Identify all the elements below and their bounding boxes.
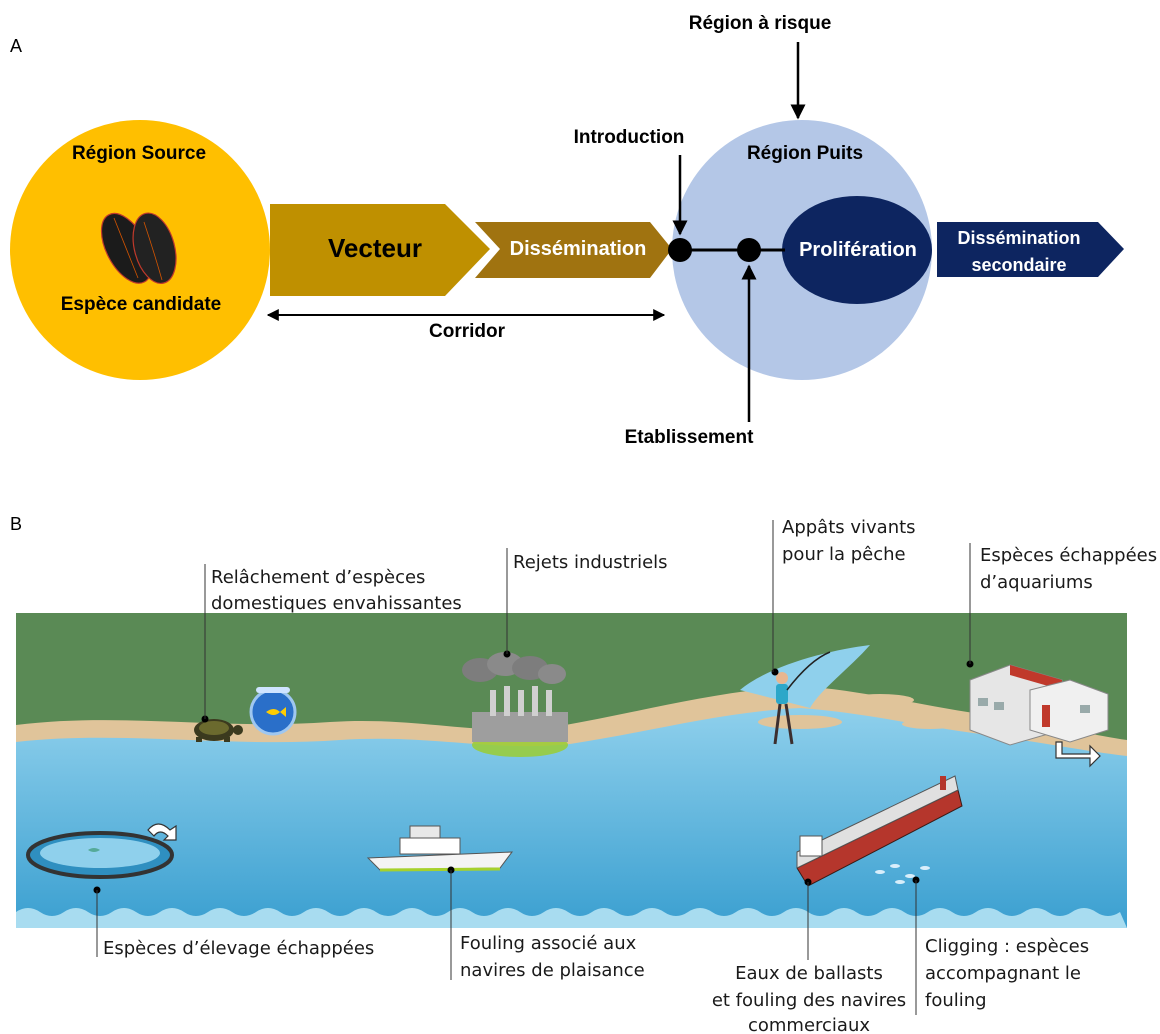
source-region-label: Région Source bbox=[72, 143, 206, 164]
label-cligging-line2: accompagnant le bbox=[925, 963, 1081, 984]
proliferation-label: Prolifération bbox=[799, 239, 917, 261]
vector-label: Vecteur bbox=[328, 233, 422, 263]
label-ballasts-line3: commerciaux bbox=[748, 1015, 870, 1034]
fish-cage-icon bbox=[26, 823, 177, 879]
corridor-label: Corridor bbox=[429, 321, 506, 342]
sand-island bbox=[758, 715, 842, 729]
label-elevage: Espèces d’élevage échappées bbox=[103, 938, 374, 959]
panel-b-letter: B bbox=[10, 514, 22, 534]
candidate-species-label: Espèce candidate bbox=[61, 294, 222, 315]
pleasure-boat-icon bbox=[366, 825, 514, 872]
secondary-dissemination-label-line1: Dissémination bbox=[957, 228, 1080, 248]
label-ballasts-line1: Eaux de ballasts bbox=[735, 963, 883, 984]
label-rejets: Rejets industriels bbox=[513, 552, 668, 573]
introduction-label: Introduction bbox=[574, 127, 685, 148]
label-aquariums-line2: d’aquariums bbox=[980, 572, 1093, 593]
label-cligging-line3: fouling bbox=[925, 990, 987, 1011]
factory-icon bbox=[462, 652, 568, 757]
establishment-dot bbox=[737, 238, 761, 262]
river-estuary bbox=[740, 645, 870, 708]
vector-chevron bbox=[270, 204, 490, 296]
secondary-dissemination-label-line2: secondaire bbox=[971, 255, 1066, 275]
sand-island bbox=[846, 694, 914, 706]
sink-region-label: Région Puits bbox=[747, 143, 863, 164]
cargo-ship-icon bbox=[796, 775, 963, 887]
label-appats-line2: pour la pêche bbox=[782, 544, 906, 565]
label-plaisance-line1: Fouling associé aux bbox=[460, 933, 637, 954]
label-relachement-line2: domestiques envahissantes bbox=[211, 593, 462, 614]
introduction-dot bbox=[668, 238, 692, 262]
panel-a-letter: A bbox=[10, 36, 22, 56]
fisherman-icon bbox=[773, 651, 831, 745]
label-aquariums-line1: Espèces échappées bbox=[980, 545, 1157, 566]
label-relachement-line1: Relâchement d’espèces bbox=[211, 567, 425, 588]
label-plaisance-line2: navires de plaisance bbox=[460, 960, 645, 981]
label-ballasts-line2: et fouling des navires bbox=[712, 990, 906, 1011]
waves bbox=[16, 908, 1127, 928]
sand-island bbox=[902, 719, 958, 729]
fishbowl-icon bbox=[249, 687, 297, 736]
secondary-dissemination-chevron bbox=[937, 222, 1124, 277]
proliferation-ellipse bbox=[782, 196, 932, 304]
dissemination-label: Dissémination bbox=[510, 238, 647, 260]
risk-region-label: Région à risque bbox=[689, 13, 832, 34]
aquarium-building-icon bbox=[969, 664, 1109, 768]
establishment-label: Etablissement bbox=[625, 427, 754, 448]
water-body bbox=[16, 708, 1127, 928]
label-appats-line1: Appâts vivants bbox=[782, 517, 916, 538]
mussel-icon bbox=[100, 212, 177, 284]
clinging-organisms-icon bbox=[875, 864, 930, 884]
label-cligging-line1: Cligging : espèces bbox=[925, 936, 1089, 957]
turtle-icon bbox=[194, 719, 243, 742]
dissemination-chevron bbox=[475, 222, 672, 278]
